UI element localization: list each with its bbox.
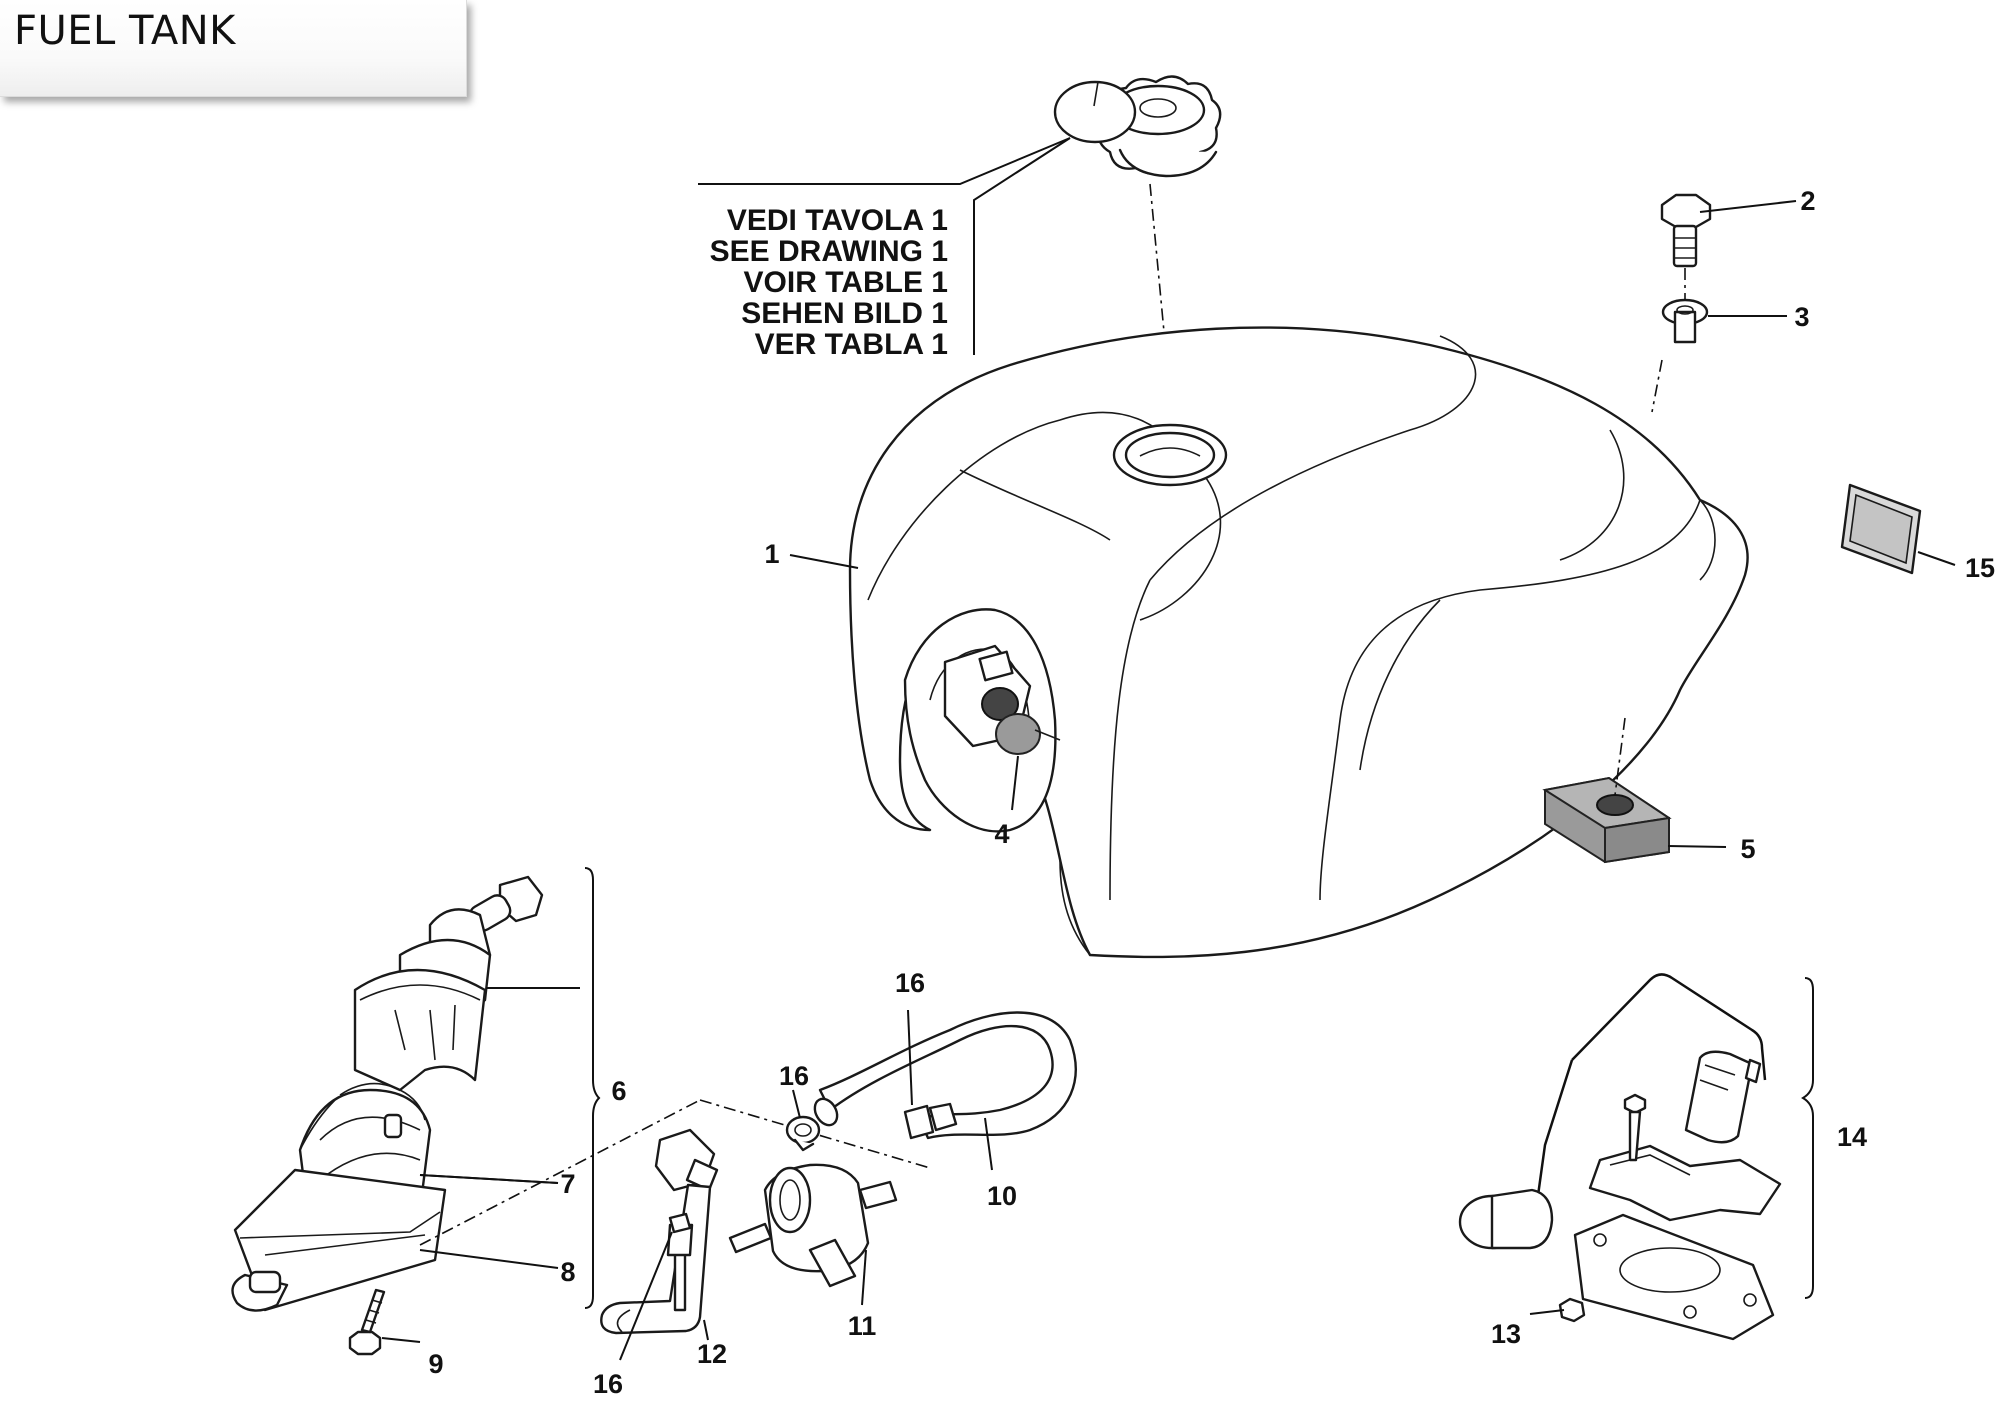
- callout-2: 2: [1800, 186, 1815, 216]
- fuel-pipe: [600, 1128, 719, 1335]
- warning-label: [1840, 483, 1922, 575]
- callout-9: 9: [428, 1349, 443, 1379]
- callout-7: 7: [560, 1169, 575, 1199]
- fuel-level-sender: [1458, 973, 1814, 1341]
- fuel-hose: [813, 1011, 1077, 1140]
- screw: [348, 1288, 386, 1356]
- reference-line-5: VER TABLA 1: [755, 328, 948, 361]
- callout-16-a: 16: [895, 968, 925, 998]
- bolt-and-grommet: [1651, 193, 1712, 413]
- callout-leaders: [381, 200, 1956, 1361]
- page-title: FUEL TANK: [14, 8, 236, 54]
- reference-line-2: SEE DRAWING 1: [710, 235, 948, 268]
- reference-line-3: VOIR TABLE 1: [744, 266, 948, 299]
- callout-10: 10: [987, 1181, 1017, 1211]
- fuel-pump-assembly: [231, 867, 701, 1312]
- callout-3: 3: [1794, 302, 1809, 332]
- callout-8: 8: [560, 1257, 575, 1287]
- callout-4: 4: [994, 819, 1009, 849]
- callout-1: 1: [764, 539, 779, 569]
- rubber-pad: [1542, 717, 1672, 864]
- callout-15: 15: [1965, 553, 1995, 583]
- callout-5: 5: [1740, 834, 1755, 864]
- hose-clamps: [668, 1115, 821, 1234]
- fuel-cap: [1053, 75, 1222, 449]
- tank-fitting: [943, 644, 1061, 755]
- title-tab: FUEL TANK: [0, 0, 467, 97]
- fuel-tank: [848, 326, 1749, 959]
- reference-line-1: VEDI TAVOLA 1: [727, 204, 948, 237]
- callout-12: 12: [697, 1339, 727, 1369]
- callout-14: 14: [1837, 1122, 1867, 1152]
- callout-11: 11: [848, 1311, 877, 1341]
- callout-numbers: 1 2 3 4 5 6 7 8 9 10 11 12 13 14 15 16 1…: [428, 186, 1995, 1399]
- callout-13: 13: [1491, 1319, 1521, 1349]
- callout-16-b: 16: [779, 1061, 809, 1091]
- callout-16-c: 16: [593, 1369, 623, 1399]
- callout-6: 6: [611, 1076, 626, 1106]
- reference-line-4: SEHEN BILD 1: [741, 297, 948, 330]
- reference-note: VEDI TAVOLA 1 SEE DRAWING 1 VOIR TABLE 1…: [698, 137, 1071, 361]
